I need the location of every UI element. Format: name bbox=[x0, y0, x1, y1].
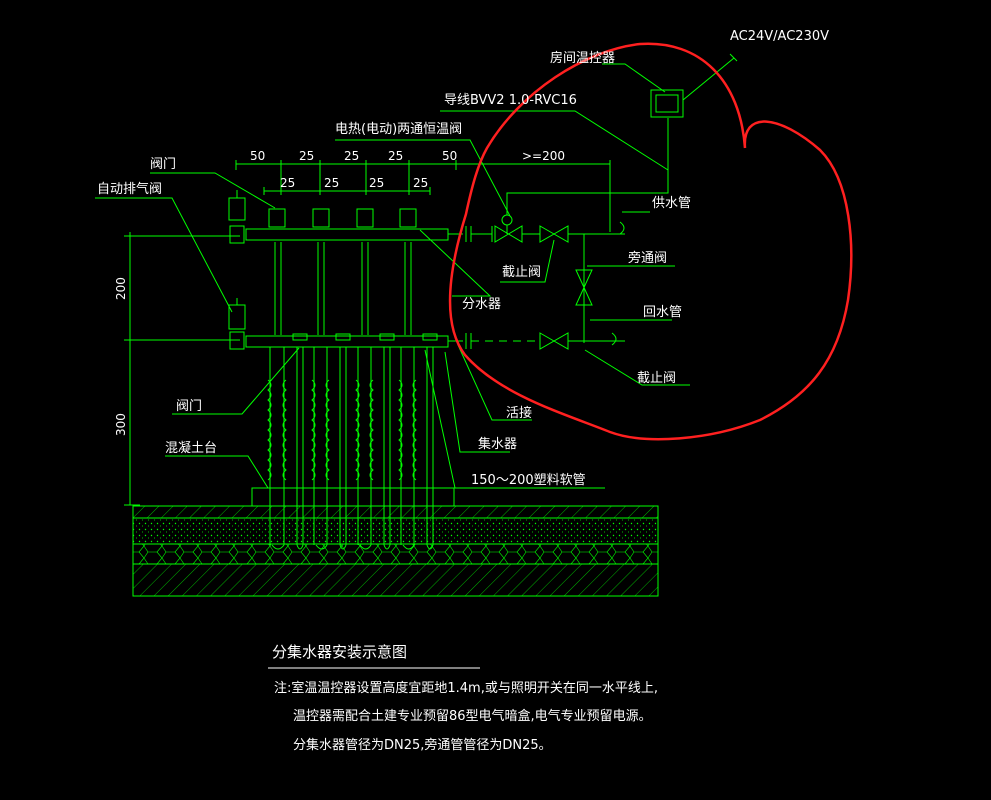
dim-top-2: 25 bbox=[299, 149, 314, 163]
dim-second-1: 25 bbox=[280, 176, 295, 190]
union-label: 活接 bbox=[506, 405, 532, 421]
power-label: AC24V/AC230V bbox=[730, 29, 829, 44]
red-markup-circle bbox=[448, 42, 853, 441]
auto-vent-label: 自动排气阀 bbox=[97, 181, 162, 197]
insulation-layer bbox=[132, 543, 659, 565]
dim-second-4: 25 bbox=[413, 176, 428, 190]
bypass-valve-label: 旁通阀 bbox=[628, 250, 667, 266]
stop-valve-label-top: 截止阀 bbox=[502, 265, 541, 280]
note-line-1: 注:室温温控器设置高度宜距地1.4m,或与照明开关在同一水平线上, bbox=[274, 680, 658, 696]
dim-vertical-300: 300 bbox=[114, 413, 128, 436]
stop-valve-label-bottom: 截止阀 bbox=[637, 371, 676, 386]
note-line-3: 分集水器管径为DN25,旁通管管径为DN25。 bbox=[293, 737, 552, 753]
dim-top-3: 25 bbox=[344, 149, 359, 163]
electric-valve-label: 电热(电动)两通恒温阀 bbox=[335, 122, 462, 137]
slab-layer bbox=[132, 563, 659, 597]
concrete-base-label: 混凝土台 bbox=[165, 440, 217, 456]
plastic-hose-label: 150～200塑料软管 bbox=[471, 473, 586, 488]
supply-pipe-label: 供水管 bbox=[652, 196, 691, 211]
note-line-2: 温控器需配合土建专业预留86型电气暗盒,电气专业预留电源。 bbox=[293, 708, 652, 724]
collector-label: 集水器 bbox=[478, 436, 517, 452]
wire-label: 导线BVV2 1.0-RVC16 bbox=[444, 93, 577, 108]
drawing-title: 分集水器安装示意图 bbox=[272, 643, 407, 661]
manifold-label: 分水器 bbox=[462, 297, 501, 312]
dim-top-4: 25 bbox=[388, 149, 403, 163]
valve-label-bottom: 阀门 bbox=[176, 399, 202, 414]
dim-top-5: 50 bbox=[442, 149, 457, 163]
dim-second-2: 25 bbox=[324, 176, 339, 190]
valve-label-top: 阀门 bbox=[150, 157, 176, 172]
dim-second-3: 25 bbox=[369, 176, 384, 190]
dim-vertical-200: 200 bbox=[114, 277, 128, 300]
dim-clearance: >=200 bbox=[522, 149, 565, 163]
thermostat-label: 房间温控器 bbox=[550, 50, 615, 66]
dim-top-1: 50 bbox=[250, 149, 265, 163]
concrete-fill-layer bbox=[132, 517, 659, 545]
screed-layer bbox=[132, 505, 659, 519]
return-pipe-label: 回水管 bbox=[643, 305, 682, 320]
